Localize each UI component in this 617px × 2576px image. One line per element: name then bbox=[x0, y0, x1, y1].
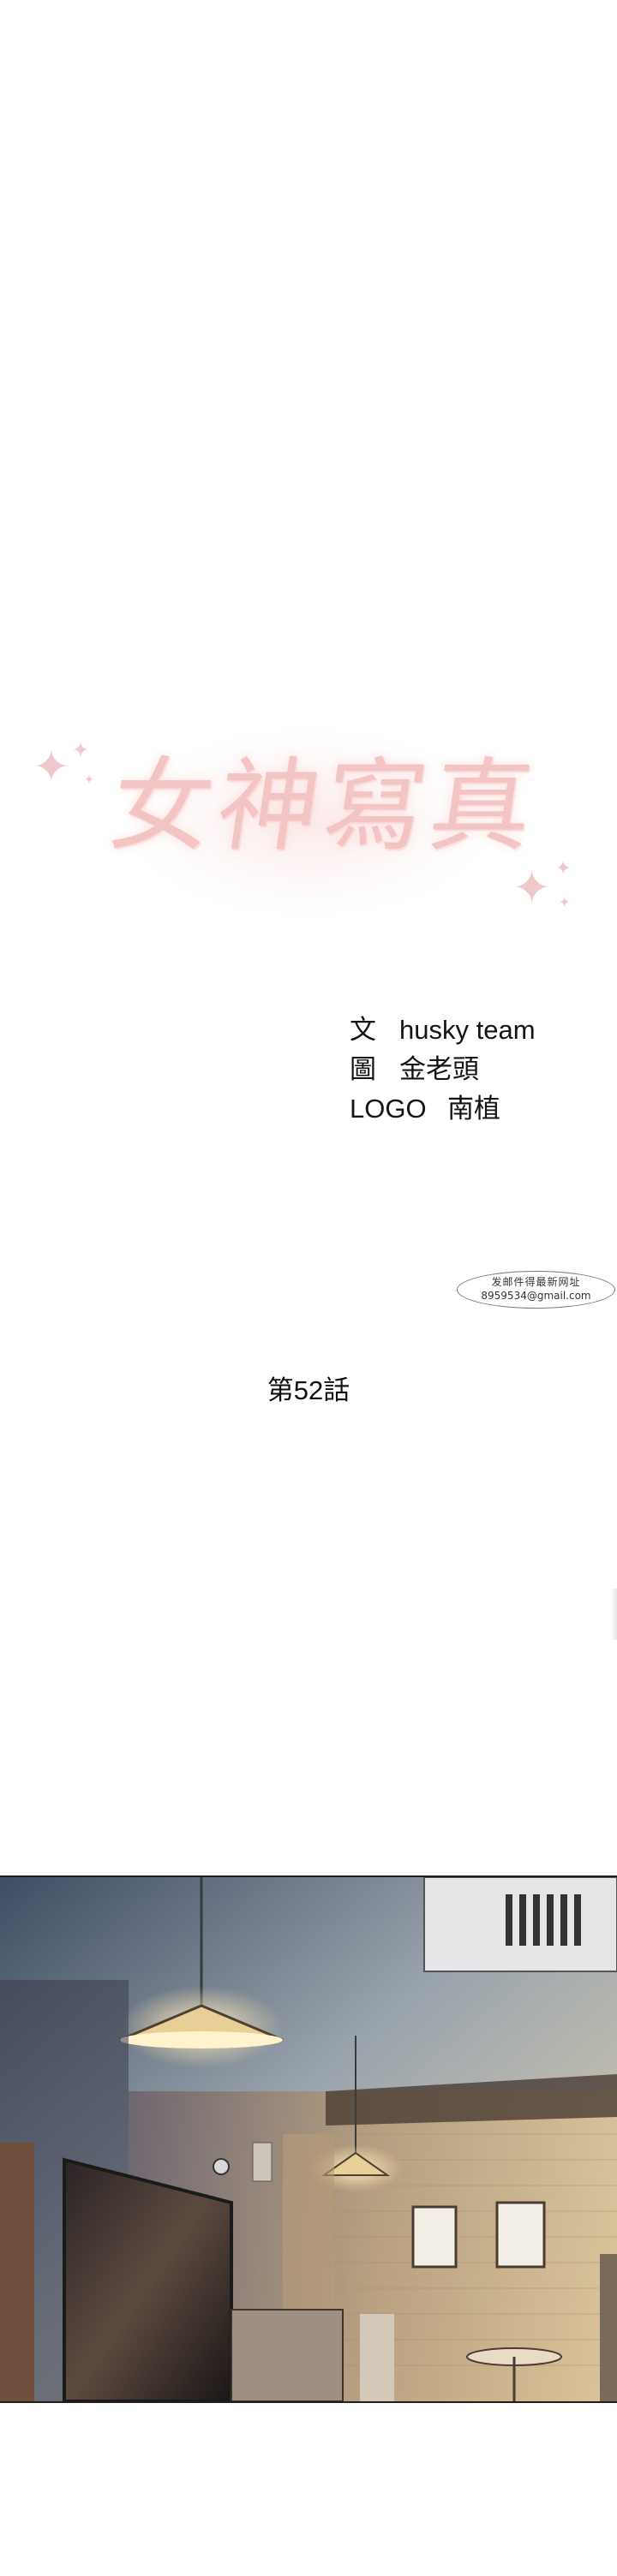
credit-key: 文 bbox=[350, 1015, 376, 1045]
credit-value: 南植 bbox=[447, 1094, 500, 1124]
credit-key: LOGO bbox=[350, 1094, 427, 1124]
credits-block: 文 husky team 圖金老頭 LOGO 南植 bbox=[350, 1011, 607, 1129]
series-logo: ✦ ✦ ✦ 女神寫真 ✦ ✦ ✦ bbox=[17, 677, 600, 959]
cafe-interior-illustration bbox=[0, 1877, 617, 2401]
sparkle-icon: ✦ bbox=[72, 738, 90, 762]
sparkle-icon: ✦ bbox=[84, 773, 94, 787]
sparkle-icon: ✦ bbox=[512, 861, 552, 915]
edge-artifact bbox=[610, 1589, 617, 1640]
sparkle-icon: ✦ bbox=[559, 894, 571, 910]
logo-title: 女神寫真 bbox=[103, 747, 546, 865]
credit-value: 金老頭 bbox=[399, 1054, 479, 1084]
sparkle-icon: ✦ bbox=[33, 742, 70, 793]
sparkle-icon: ✦ bbox=[555, 858, 572, 880]
credit-value: husky team bbox=[399, 1015, 536, 1045]
watermark-stamp: 发邮件得最新网址 8959534@gmail.com bbox=[457, 1271, 615, 1309]
credit-artist: 圖金老頭 bbox=[350, 1050, 607, 1089]
cafe-scene-panel bbox=[0, 1875, 617, 2403]
watermark-line: 发邮件得最新网址 bbox=[491, 1276, 581, 1288]
watermark-email: 8959534@gmail.com bbox=[481, 1290, 591, 1302]
logo-glow bbox=[129, 728, 488, 916]
credit-key: 圖 bbox=[350, 1054, 376, 1084]
credit-writer: 文 husky team bbox=[350, 1011, 607, 1050]
chapter-title: 第52話 bbox=[267, 1375, 350, 1405]
credit-logo: LOGO 南植 bbox=[350, 1089, 607, 1129]
